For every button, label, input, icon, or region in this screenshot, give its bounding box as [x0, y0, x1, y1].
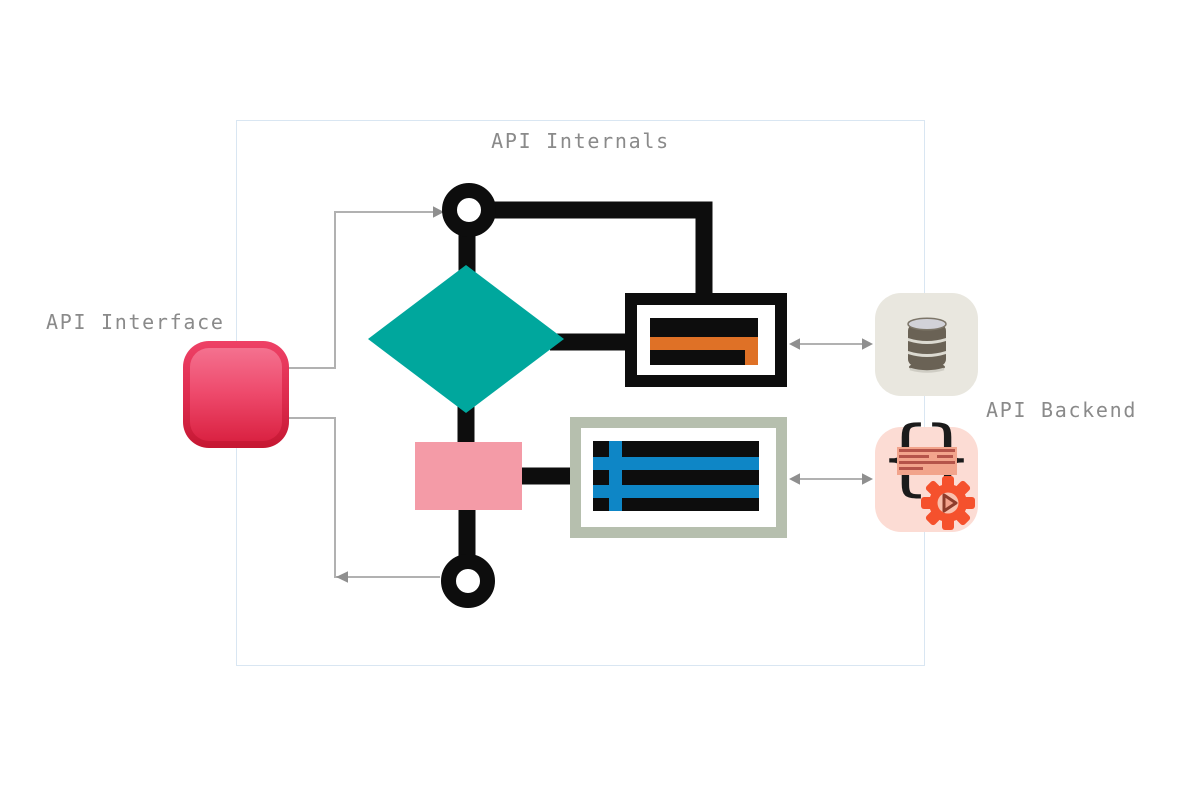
form-bar-orange: [650, 337, 758, 350]
table-icon: [570, 417, 787, 538]
database-cylinder: [906, 316, 947, 373]
end-node-circle: [441, 554, 495, 608]
database-icon: [875, 293, 978, 396]
table-body: [593, 441, 759, 511]
code-line: [899, 461, 955, 464]
container-title: API Internals: [491, 129, 670, 153]
form-icon: [625, 293, 787, 387]
table-row-stripe-1: [593, 457, 759, 470]
code-line: [937, 455, 953, 458]
form-bar-top: [650, 318, 758, 337]
api-code-icon: { }: [875, 417, 978, 532]
table-row-stripe-2: [593, 485, 759, 498]
form-orange-strip: [745, 337, 758, 365]
start-node-circle: [442, 183, 496, 237]
code-line: [899, 455, 929, 458]
table-column-stripe: [609, 441, 622, 511]
api-interface-label: API Interface: [46, 310, 225, 334]
red-square-inner: [190, 348, 282, 441]
gear-icon: [921, 476, 975, 530]
code-line: [899, 449, 955, 452]
form-bar-bottom: [650, 350, 745, 365]
code-line: [899, 467, 923, 470]
api-internals-container: API Internals: [236, 120, 925, 666]
api-backend-label: API Backend: [986, 398, 1138, 422]
code-card: [897, 447, 957, 475]
api-interface-icon: [183, 341, 289, 448]
process-rectangle: [415, 442, 522, 510]
